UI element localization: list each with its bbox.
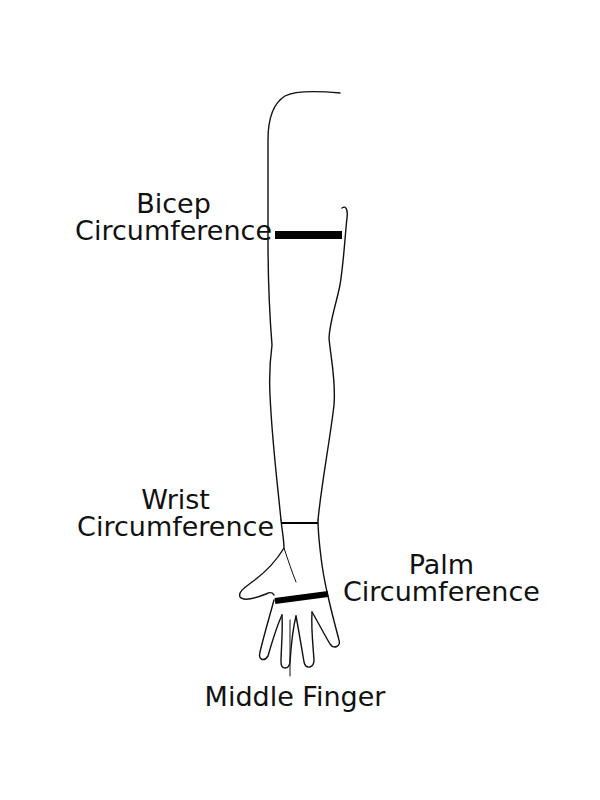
- wrist-band: [281, 522, 318, 524]
- finger: [281, 615, 296, 668]
- finger: [260, 600, 282, 659]
- hand-outline: [318, 520, 328, 596]
- hand-crease: [284, 548, 296, 582]
- measurement-label: Wrist Circumference: [77, 486, 274, 540]
- arm-outline: [268, 91, 340, 520]
- bicep-band: [275, 231, 342, 239]
- finger: [312, 596, 339, 647]
- leader-line: [290, 620, 291, 676]
- measurement-label: Palm Circumference: [343, 551, 540, 605]
- finger: [296, 612, 314, 667]
- measurement-label: Bicep Circumference: [75, 190, 272, 244]
- measurement-label: Middle Finger: [205, 683, 386, 710]
- arm-outline: [318, 207, 347, 520]
- palm-band: [275, 594, 328, 601]
